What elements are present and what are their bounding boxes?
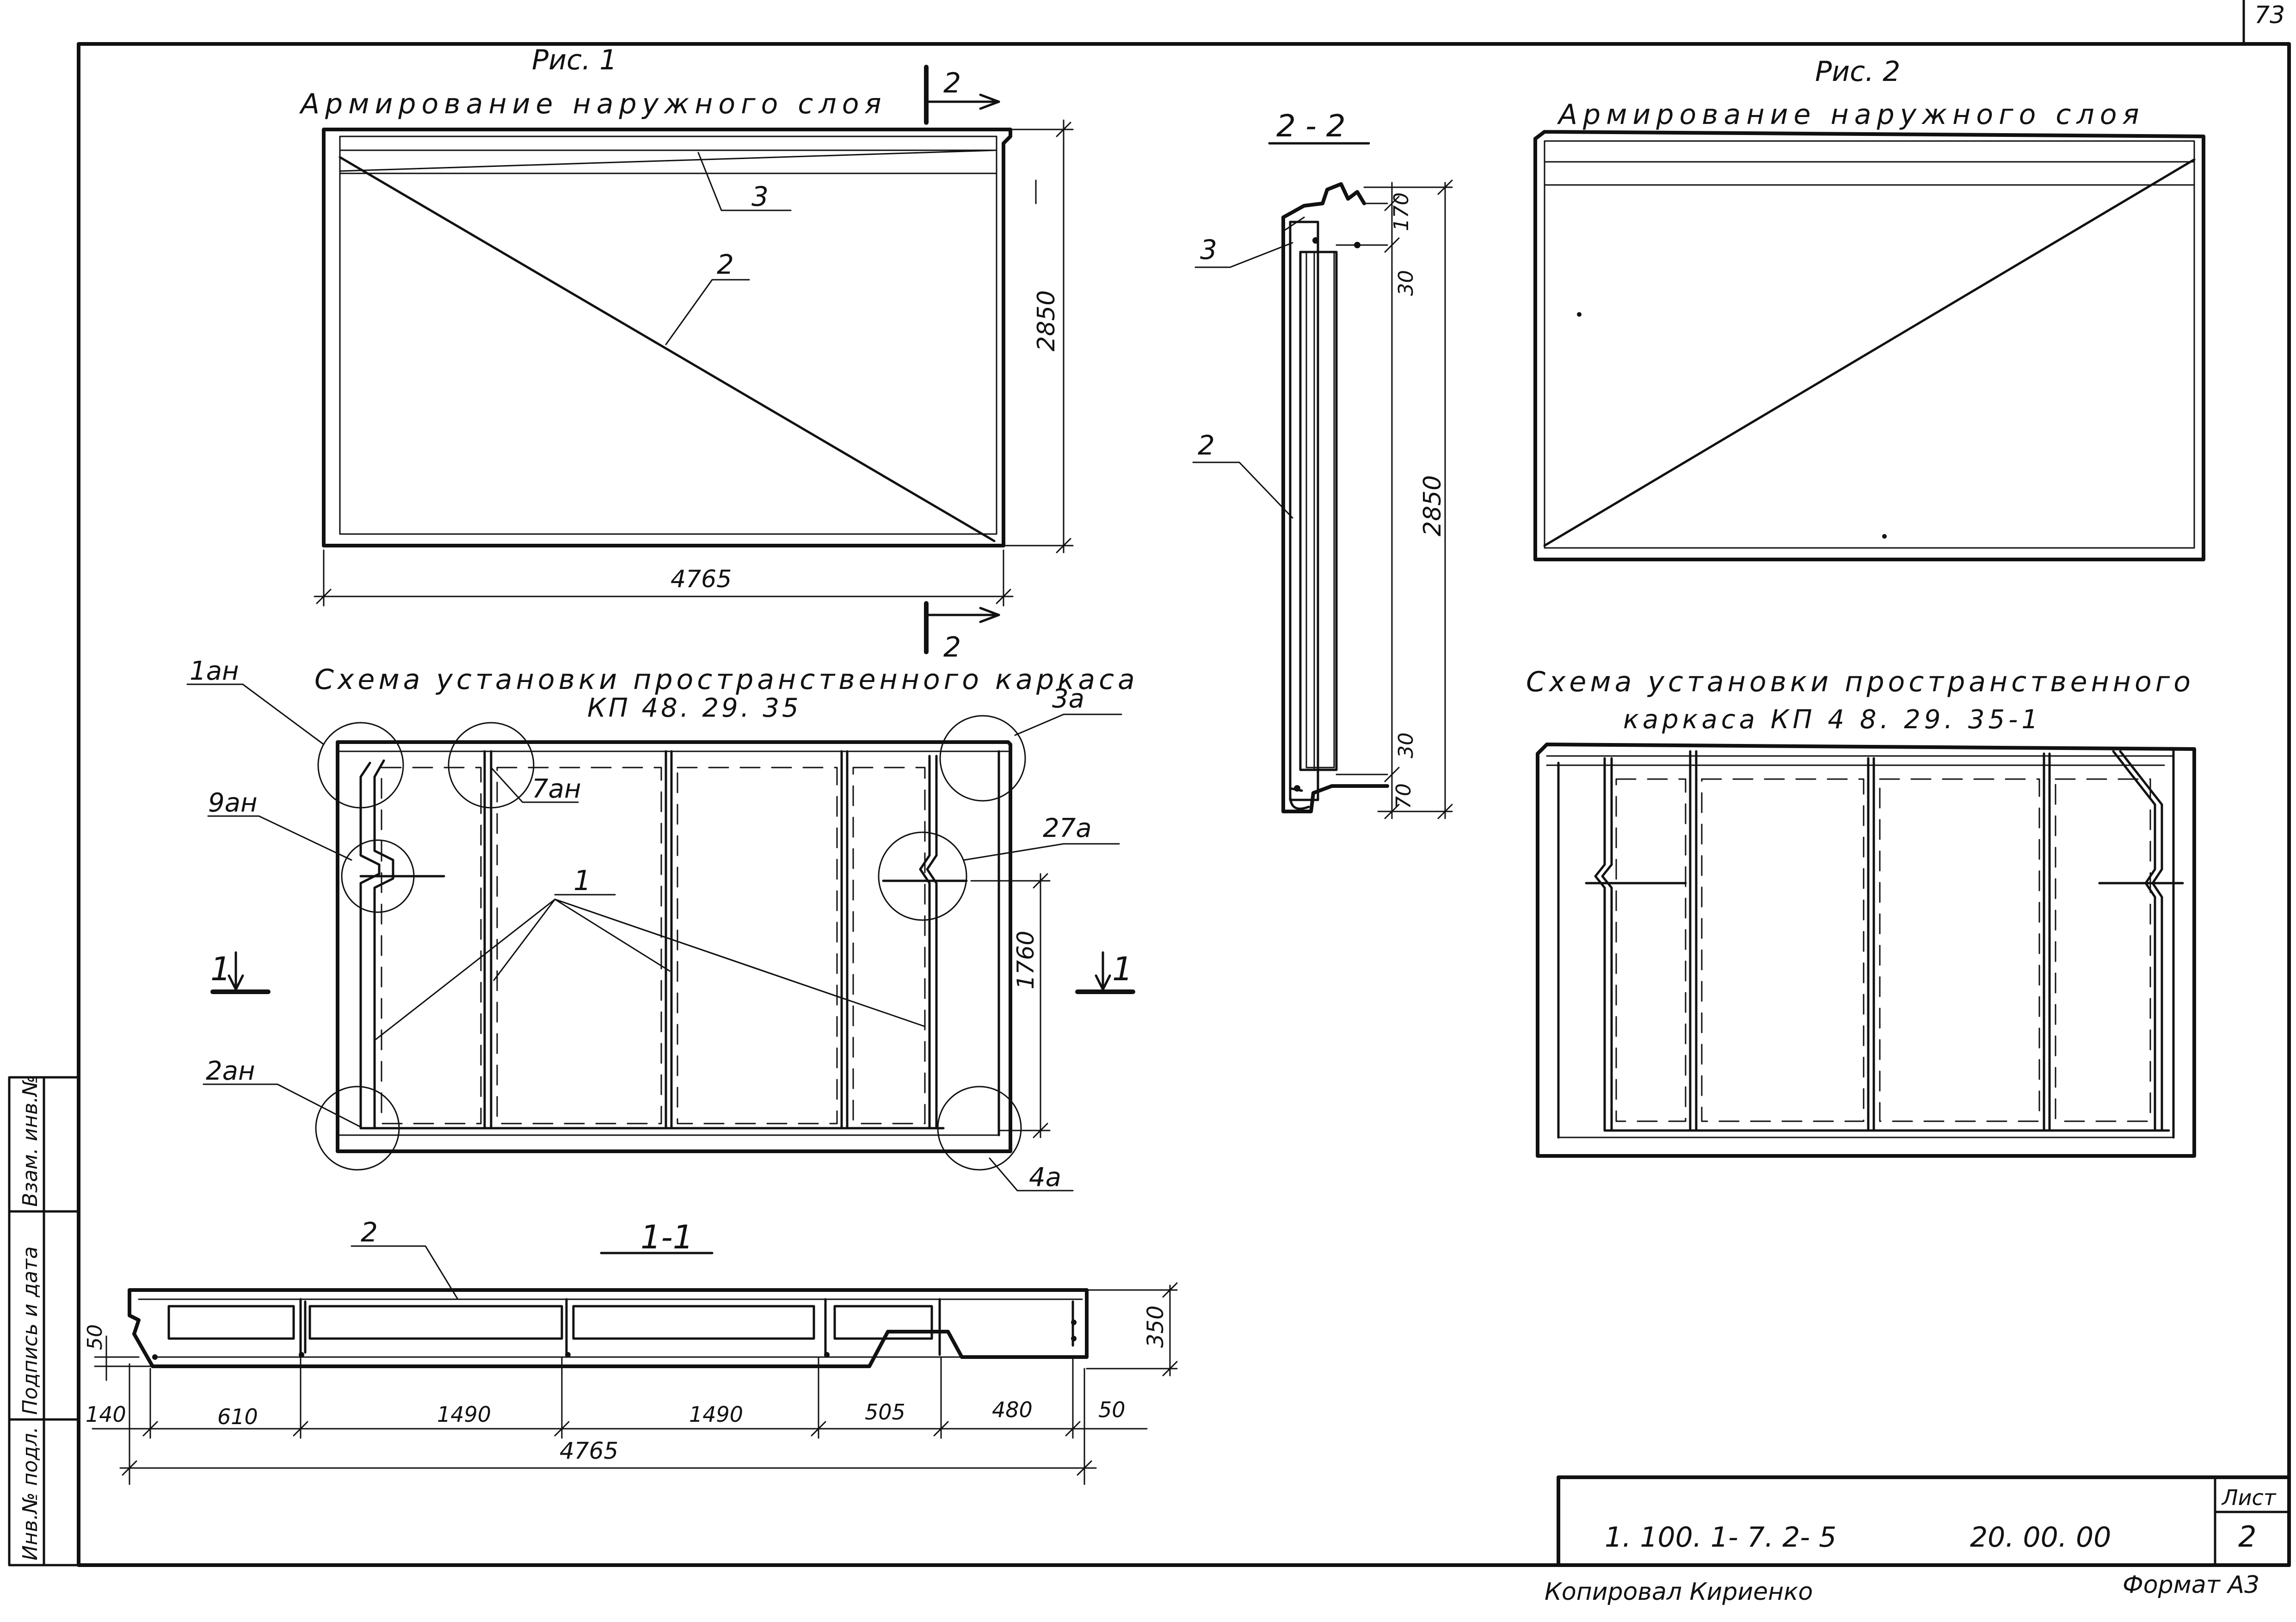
page-number: 73 xyxy=(2254,1,2285,29)
scheme1-callout-4a: 4а xyxy=(1029,1162,1061,1192)
scheme1-panel: Схема установки пространственного каркас… xyxy=(186,656,1139,1192)
scheme1-callout-7an: 7ан xyxy=(532,774,581,804)
fig1-section-mark-top: 2 xyxy=(943,67,961,99)
section11-dim-350: 350 xyxy=(1143,1305,1169,1348)
scheme2-title: Схема установки пространственного xyxy=(1526,666,2194,698)
scheme2-subtitle: каркаса КП 4 8. 29. 35-1 xyxy=(1623,705,2042,735)
scheme1-subtitle: КП 48. 29. 35 xyxy=(587,693,801,723)
section11-dim-140: 140 xyxy=(86,1402,126,1427)
fig1-caption: Рис. 1 xyxy=(532,44,617,76)
section-2-2: 2 - 2 3 2 170 30 2850 30 70 xyxy=(1192,108,1453,819)
fig2-panel: Рис. 2 Армирование наружного слоя xyxy=(1533,55,2205,561)
section11-title: 1-1 xyxy=(640,1218,693,1256)
section22-dim-30-top: 30 xyxy=(1394,270,1418,296)
section22-callout-2: 2 xyxy=(1198,430,1215,461)
scheme1-callout-1: 1 xyxy=(573,865,591,897)
section11-dim-50-right: 50 xyxy=(1098,1397,1126,1422)
fig2-title: Армирование наружного слоя xyxy=(1557,98,2145,131)
scheme1-callout-1an: 1ан xyxy=(190,656,239,686)
fig1-title: Армирование наружного слоя xyxy=(299,88,887,120)
fig1-panel: Рис. 1 Армирование наружного слоя 3 2 2 … xyxy=(299,44,1074,664)
fig1-dim-height: 2850 xyxy=(1033,290,1060,351)
fig1-dim-width: 4765 xyxy=(671,565,732,593)
section22-callout-3: 3 xyxy=(1200,234,1217,265)
section-1-1: 1-1 2 50 350 xyxy=(83,1216,1178,1485)
section11-dim-total: 4765 xyxy=(560,1438,618,1464)
side-stamp-signature-date: Подпись и дата xyxy=(18,1247,42,1415)
scheme1-section-mark-right: 1 xyxy=(1112,950,1133,988)
section22-dim-170: 170 xyxy=(1390,192,1413,231)
sheet-number: 2 xyxy=(2238,1520,2256,1554)
section11-dim-505: 505 xyxy=(865,1400,905,1425)
section22-title: 2 - 2 xyxy=(1276,108,1346,144)
scheme1-callout-3a: 3а xyxy=(1052,684,1084,714)
scheme1-callout-27a: 27а xyxy=(1043,813,1092,843)
scheme1-dim-1760: 1760 xyxy=(1012,931,1039,989)
fig2-caption: Рис. 2 xyxy=(1815,55,1900,88)
section22-dim-70: 70 xyxy=(1392,783,1416,809)
scheme1-callout-9an: 9ан xyxy=(208,788,258,818)
section11-dim-50-left: 50 xyxy=(83,1324,107,1350)
fig1-section-mark-bottom: 2 xyxy=(943,631,961,664)
section22-dim-30-bottom: 30 xyxy=(1394,732,1418,758)
section11-dim-1490-b: 1490 xyxy=(689,1402,743,1427)
scheme1-callout-2an: 2ан xyxy=(206,1056,255,1086)
sheet-label: Лист xyxy=(2221,1485,2277,1510)
section11-dim-1490-a: 1490 xyxy=(437,1402,491,1427)
title-block: 1. 100. 1- 7. 2- 5 20. 00. 00 Лист 2 Коп… xyxy=(1545,1475,2291,1606)
copied-by: Копировал Кириенко xyxy=(1545,1578,1813,1606)
fig1-callout-3: 3 xyxy=(751,181,769,212)
format-label: Формат А3 xyxy=(2123,1571,2259,1599)
sheet-frame: 73 xyxy=(77,0,2291,1567)
side-stamp-inv-podl: Инв.№ подл. xyxy=(18,1426,42,1561)
side-stamp-vzam-inv: Взам. инв.№ xyxy=(18,1075,42,1207)
drawing-number: 20. 00. 00 xyxy=(1970,1521,2111,1554)
side-stamp: Инв.№ подл. Подпись и дата Взам. инв.№ xyxy=(8,1075,80,1567)
section22-dim-2850: 2850 xyxy=(1419,475,1447,536)
section11-dim-480: 480 xyxy=(992,1397,1033,1422)
fig1-callout-2: 2 xyxy=(717,249,734,280)
doc-code: 1. 100. 1- 7. 2- 5 xyxy=(1605,1521,1836,1554)
scheme1-section-mark-left: 1 xyxy=(210,950,231,988)
scheme1-title: Схема установки пространственного каркас… xyxy=(314,664,1139,696)
section11-callout-2: 2 xyxy=(361,1216,378,1248)
scheme2-panel: Схема установки пространственного каркас… xyxy=(1526,666,2196,1158)
section11-dim-610: 610 xyxy=(217,1404,258,1429)
